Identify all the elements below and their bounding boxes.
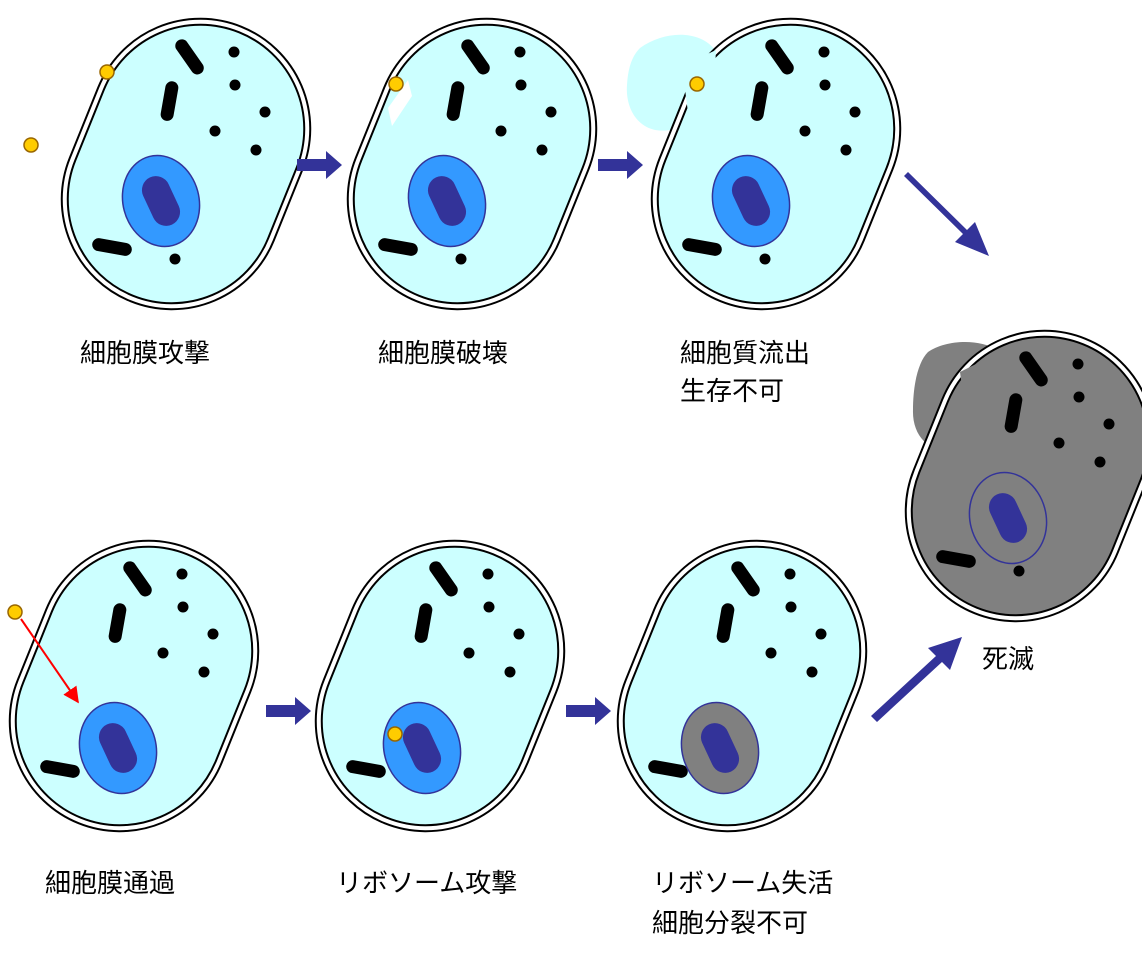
attacker-particle-icon (388, 727, 402, 741)
label-step-4: 細胞膜通過 (45, 869, 175, 899)
cell-dead (873, 298, 1142, 655)
process-arrow-icon (566, 697, 611, 725)
label-step-6-line-1: リボソーム失活 (652, 869, 833, 899)
cell-step-4 (0, 508, 291, 865)
label-step-3-line-2: 生存不可 (680, 377, 784, 407)
cell-step-1 (29, 0, 344, 342)
attacker-particle-icon (24, 138, 38, 152)
label-step-2: 細胞膜破壊 (378, 339, 508, 369)
label-step-3-line-1: 細胞質流出 (680, 339, 810, 369)
process-arrow-icon (871, 637, 962, 722)
cell-step-6 (585, 508, 900, 865)
process-arrow-icon (266, 697, 311, 725)
cell-step-2 (315, 0, 630, 342)
attacker-particle-icon (690, 77, 704, 91)
label-step-1: 細胞膜攻撃 (80, 339, 210, 369)
process-arrow-icon (598, 151, 643, 179)
attacker-particle-icon (389, 77, 403, 91)
cell-step-5 (283, 508, 598, 865)
attacker-particle-icon (8, 605, 22, 619)
label-step-5: リボソーム攻撃 (336, 869, 517, 899)
label-result: 死滅 (982, 645, 1034, 675)
attacker-particle-icon (100, 65, 114, 79)
label-step-6-line-2: 細胞分裂不可 (652, 909, 808, 939)
process-arrow-icon (904, 172, 989, 256)
